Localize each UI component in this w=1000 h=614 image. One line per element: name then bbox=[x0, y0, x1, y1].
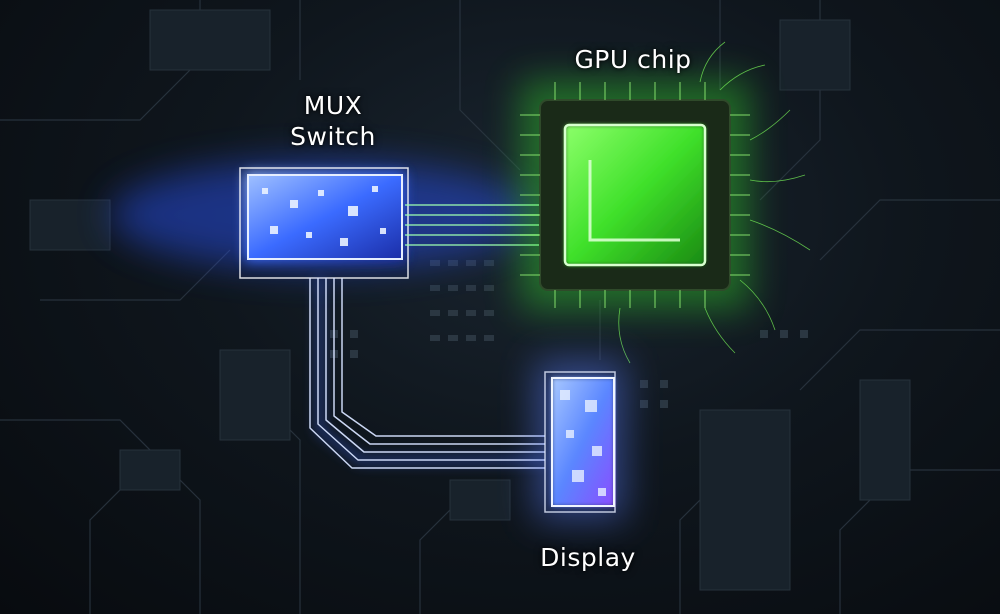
background-components bbox=[29, 9, 911, 591]
mux-switch-label: MUX Switch bbox=[268, 90, 398, 152]
mux-to-display-traces bbox=[309, 278, 545, 469]
mux-switch-chip bbox=[110, 160, 530, 279]
solder-pads bbox=[330, 260, 808, 408]
gpu-chip bbox=[520, 41, 811, 364]
display-panel bbox=[535, 360, 625, 520]
mux-label-line2: Switch bbox=[290, 122, 376, 151]
gpu-chip-label: GPU chip bbox=[574, 45, 692, 74]
mux-label-line1: MUX bbox=[303, 91, 363, 120]
display-label: Display bbox=[540, 543, 636, 572]
